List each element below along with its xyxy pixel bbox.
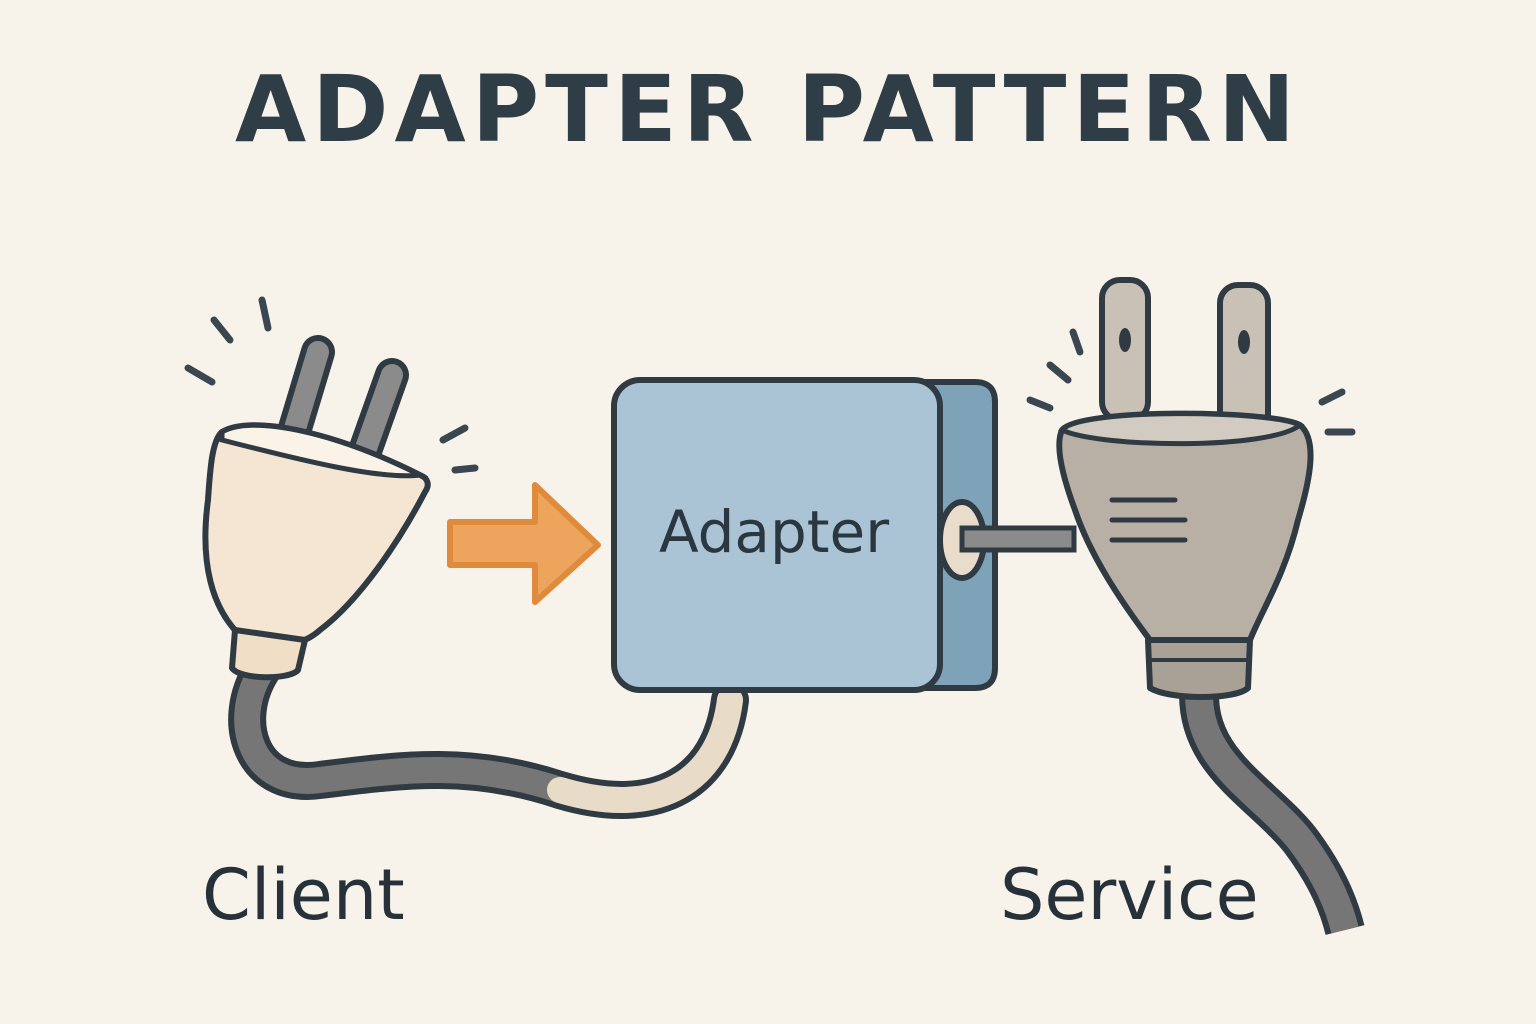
client-label: Client — [202, 854, 405, 936]
service-cable — [1179, 677, 1365, 936]
client-motion-marks — [184, 296, 479, 474]
arrow-icon — [447, 482, 601, 605]
client-plug-icon — [202, 335, 431, 681]
connector-rod — [959, 525, 1077, 553]
service-plug-icon — [1056, 277, 1314, 700]
service-label: Service — [1000, 854, 1259, 936]
adapter-label: Adapter — [658, 498, 890, 566]
diagram-title: ADAPTER PATTERN — [234, 56, 1302, 163]
client-cable — [228, 651, 749, 819]
service-motion-marks — [1026, 328, 1356, 436]
